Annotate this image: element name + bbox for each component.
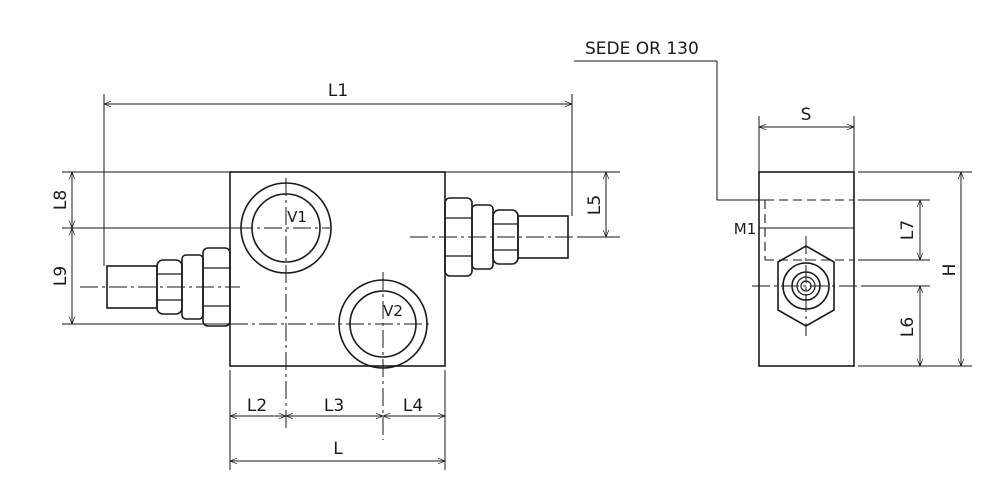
front-view: L1 L L2 L3 L4 L8 L9 [51,81,620,470]
left-cartridge [106,247,231,327]
dimension-l8-l9: L8 L9 [51,171,235,325]
seat-callout: SEDE OR 130 [574,39,765,201]
label-l3: L3 [324,396,344,416]
dimension-l5: L5 [445,171,620,238]
label-l4: L4 [403,396,423,416]
label-s: S [801,105,812,125]
label-v1: V1 [287,208,307,226]
dimension-l: L L2 L3 L4 [229,370,446,470]
label-m1: M1 [734,220,757,238]
dimension-s: S [758,105,855,172]
side-body [758,171,855,367]
label-l1: L1 [328,81,348,101]
dimension-h: H [858,171,972,367]
side-view: S H L7 L6 M1 SEDE OR 130 [574,39,972,367]
label-l6: L6 [898,317,918,337]
label-l9: L9 [51,266,71,286]
label-v2: V2 [383,302,403,320]
dimension-l1: L1 [103,81,573,266]
label-l8: L8 [51,190,71,210]
right-cartridge [444,197,569,277]
label-l2: L2 [247,396,267,416]
label-l5: L5 [585,195,605,215]
label-l7: L7 [898,220,918,240]
label-l: L [333,439,343,459]
dimension-l6-l7: L7 L6 [858,199,930,367]
label-seat: SEDE OR 130 [585,39,699,59]
label-h: H [940,264,960,277]
